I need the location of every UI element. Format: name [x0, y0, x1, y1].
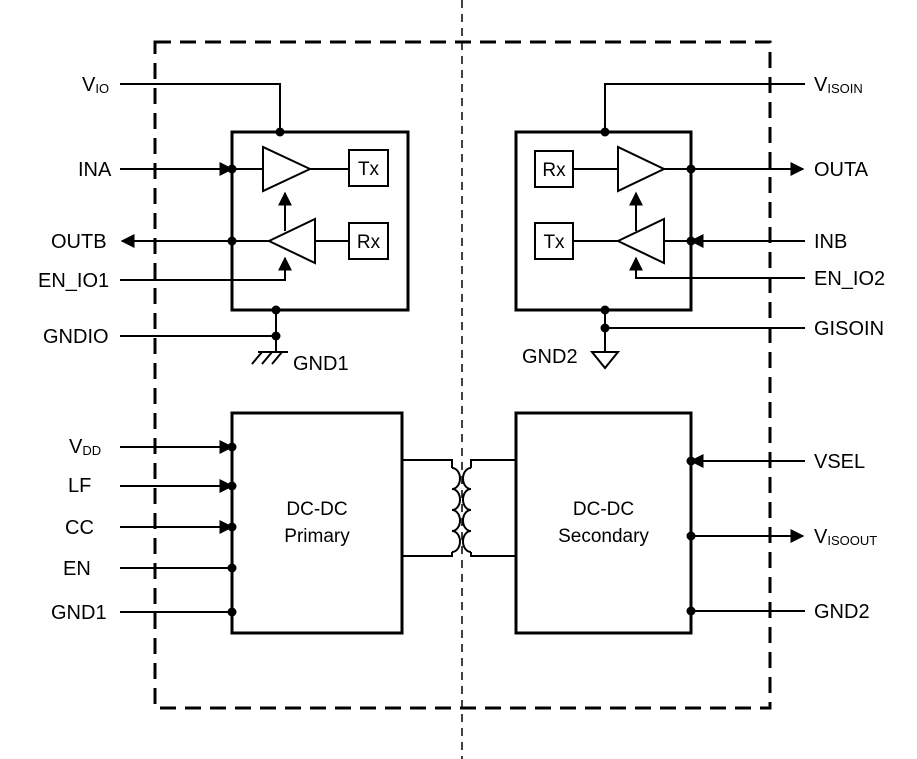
gndio-wire [120, 310, 277, 337]
gnd1-ground-label: GND1 [293, 353, 349, 375]
pin-lf-label: LF [68, 475, 91, 497]
gnd1-node [227, 607, 237, 617]
vsel-node [686, 456, 696, 466]
en-node [227, 563, 237, 573]
dcdc-secondary-line1: DC-DC [573, 499, 634, 520]
cc-node [227, 522, 237, 532]
tx-block-right [534, 222, 574, 260]
en-io2-wire [629, 256, 805, 279]
pin-vio-label: VIO [82, 74, 109, 96]
pin-visoout-label: VISOOUT [814, 526, 877, 548]
pin-gndio-label: GNDIO [43, 326, 109, 348]
pin-visoin-label: VISOIN [814, 74, 863, 96]
pin-outa-label: OUTA [814, 159, 869, 181]
pin-vsel-label: VSEL [814, 451, 865, 473]
pin-cc-label: CC [65, 517, 94, 539]
tx-block-left [348, 149, 389, 187]
pin-gisoin-label: GISOIN [814, 318, 884, 340]
gnd2-ground-label: GND2 [522, 346, 578, 368]
pin-gnd1-label: GND1 [51, 602, 107, 624]
pin-ina-label: INA [78, 159, 112, 181]
vio-wire [120, 83, 281, 132]
transformer-icon [402, 459, 516, 557]
pin-en-io2-label: EN_IO2 [814, 268, 885, 290]
rx-label-right: Rx [542, 160, 566, 181]
dcdc-primary-line1: DC-DC [286, 499, 347, 520]
vio-node [275, 127, 285, 137]
visoin-node [600, 127, 610, 137]
rx-label-left: Rx [357, 232, 381, 253]
lf-node [227, 481, 237, 491]
rx-buffer-right [617, 145, 667, 193]
dcdc-primary-line2: Primary [284, 526, 350, 547]
vdd-node [227, 442, 237, 452]
gndio-node-top [271, 305, 281, 315]
chassis-ground-icon [251, 351, 288, 365]
gisoin-node-top [600, 305, 610, 315]
tx-label-right: Tx [543, 232, 565, 253]
dcdc-secondary-line2: Secondary [558, 526, 649, 547]
visoin-wire [604, 83, 805, 132]
dcdc-secondary-block [514, 411, 693, 635]
pin-vdd-label: VDD [69, 436, 101, 458]
pin-outb-label: OUTB [51, 231, 107, 253]
en-io1-wire [120, 256, 292, 281]
rx-block-right [534, 150, 574, 188]
pin-gnd2-label: GND2 [814, 601, 870, 623]
tx-buffer-left [262, 145, 313, 193]
pin-en-io1-label: EN_IO1 [38, 270, 109, 292]
ground-triangle-icon [589, 351, 621, 370]
dcdc-primary-block [230, 411, 404, 635]
gisoin-wire [604, 310, 805, 329]
pin-en-label: EN [63, 558, 91, 580]
pin-inb-label: INB [814, 231, 847, 253]
rx-block-left [348, 222, 389, 260]
tx-label-left: Tx [358, 159, 380, 180]
